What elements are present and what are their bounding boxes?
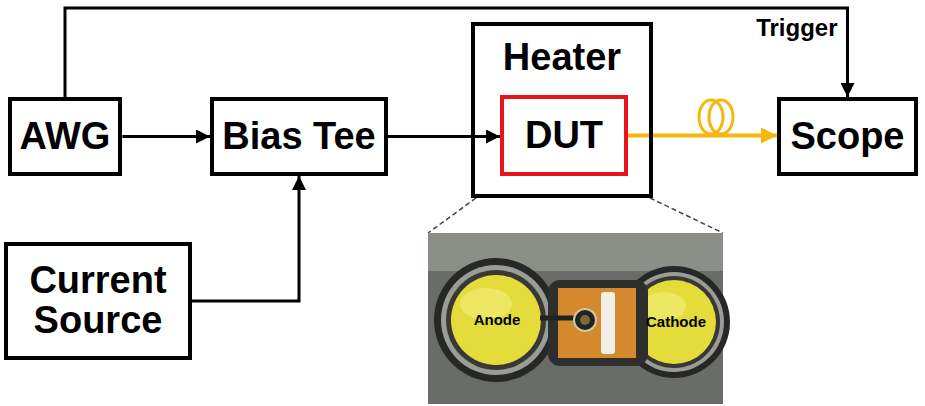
process-box: AWG [8, 97, 123, 176]
connector [192, 176, 299, 301]
signal-label: Trigger [754, 14, 839, 42]
node-text: Heater [503, 38, 621, 78]
fiber-loop [699, 100, 733, 134]
laser-aperture [574, 309, 596, 331]
photo-ground [428, 233, 723, 404]
mesa-metal [558, 288, 636, 358]
enclosure-box: HeaterDUT [471, 22, 653, 198]
process-box: Scope [777, 97, 918, 176]
anode-pad [451, 275, 541, 365]
device-photo [428, 233, 730, 404]
process-box: Bias Tee [210, 97, 388, 176]
connector [388, 135, 500, 138]
mesa-frame [548, 280, 648, 366]
part-label: Cathode [646, 313, 706, 330]
zoom-leader [428, 198, 476, 233]
node-text: DUT [525, 116, 603, 156]
contact-bar [601, 292, 615, 354]
device-box: DUT [500, 95, 628, 176]
node-text: Bias Tee [222, 117, 375, 157]
node-text: Current Source [8, 261, 188, 341]
anode-ring [441, 265, 551, 375]
process-box: Current Source [4, 242, 192, 360]
zoom-leader [650, 198, 723, 233]
connector [122, 135, 210, 138]
anode-ring [434, 258, 558, 382]
fiber-coil [709, 100, 733, 134]
bridge-wire [540, 316, 575, 321]
node-text: AWG [20, 117, 111, 157]
connector [65, 8, 848, 97]
node-text: Scope [790, 117, 904, 157]
part-label: Anode [474, 311, 521, 328]
laser-aperture [580, 315, 590, 325]
anode-ring [446, 270, 546, 370]
